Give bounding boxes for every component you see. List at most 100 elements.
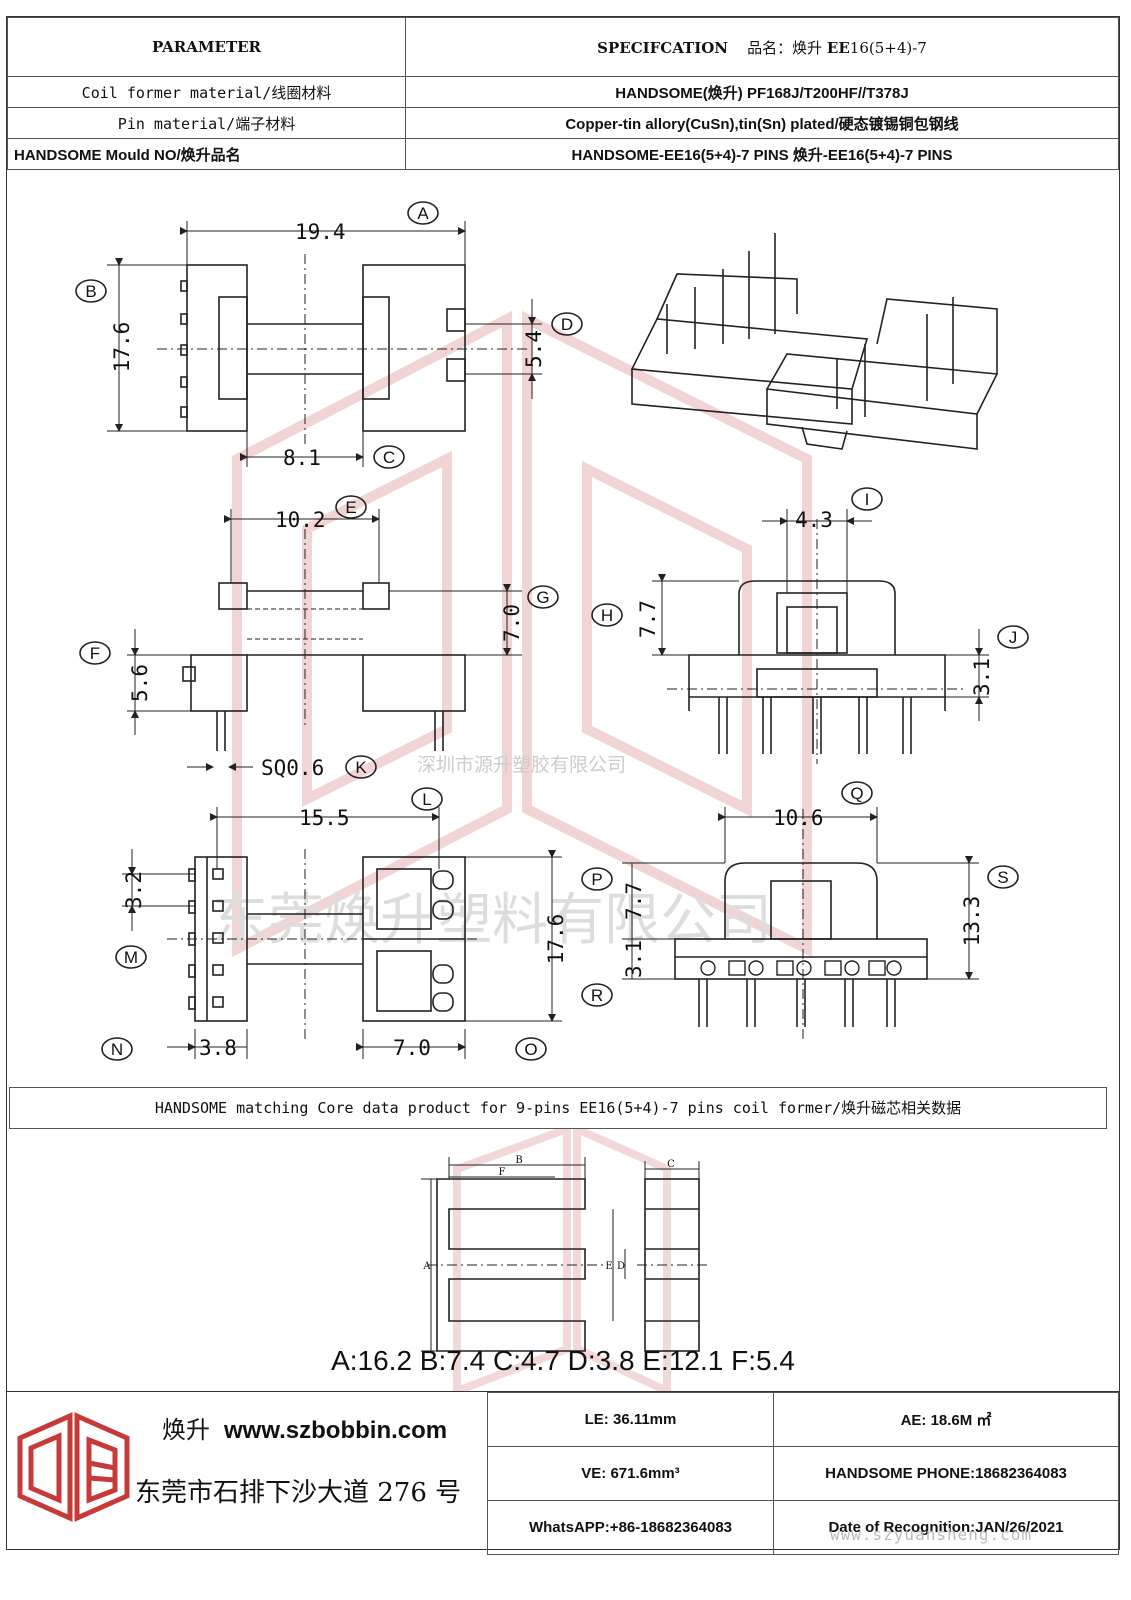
row-mould-label: HANDSOME Mould NO/焕升品名 xyxy=(7,138,406,170)
brand-url[interactable]: www.szbobbin.com xyxy=(224,1417,448,1444)
dim-l-text: 15.5 xyxy=(299,806,350,830)
phone-value: HANDSOME PHONE:18682364083 xyxy=(773,1446,1119,1501)
recognition-date: Date of Recognition:JAN/26/2021 xyxy=(773,1500,1119,1555)
dim-l-height-text: 17.6 xyxy=(544,914,568,965)
svg-text:B: B xyxy=(85,282,96,301)
svg-text:P: P xyxy=(591,870,602,889)
svg-text:J: J xyxy=(1009,628,1018,647)
watermark-logo xyxy=(232,310,812,958)
svg-text:A: A xyxy=(417,204,429,223)
company-logo-icon xyxy=(17,1412,130,1522)
core-data-title: HANDSOME matching Core data product for … xyxy=(9,1087,1107,1129)
ve-value: VE: 671.6mm³ xyxy=(487,1446,774,1501)
dim-m-text: 3.2 xyxy=(122,871,146,909)
bottom-view xyxy=(122,807,562,1059)
core-watermark xyxy=(453,1129,671,1391)
top-view xyxy=(107,221,542,467)
dim-q-text: 10.6 xyxy=(773,806,824,830)
watermark-dongguan: 东莞焕升塑料有限公司 xyxy=(212,888,772,953)
front-view xyxy=(652,509,989,764)
header-table: PARAMETER SPECIFCATION 品名：焕升 EE16(5+4)-7… xyxy=(7,17,1119,170)
marker-k: K xyxy=(345,755,377,779)
svg-text:I: I xyxy=(865,490,870,509)
dim-d-text: 5.4 xyxy=(522,330,546,368)
product-code-bold: EE xyxy=(826,38,850,57)
dim-p-text: 7.7 xyxy=(622,882,646,920)
svg-text:H: H xyxy=(601,606,613,625)
dim-i-text: 4.3 xyxy=(795,508,833,532)
marker-l: L xyxy=(411,787,443,811)
watermark-url: www.szyuansheng.com xyxy=(830,1525,1033,1544)
technical-drawing: 深圳市源升塑胶有限公司 东莞焕升塑料有限公司 xyxy=(75,201,1029,1061)
core-letter-c: C xyxy=(667,1159,675,1170)
core-letter-f: F xyxy=(499,1167,506,1178)
side-view xyxy=(127,509,522,771)
row-pin-value: Copper-tin allory(CuSn),tin(Sn) plated/硬… xyxy=(405,107,1119,139)
dim-g-text: 7.0 xyxy=(500,604,524,642)
dim-c-text: 8.1 xyxy=(283,446,321,470)
dim-f-text: 5.6 xyxy=(128,664,152,702)
marker-g: G xyxy=(527,585,559,609)
row-pin-label: Pin material/端子材料 xyxy=(7,107,406,139)
company-address: 东莞市石排下沙大道 276 号 xyxy=(135,1478,462,1508)
dim-n-text: 3.8 xyxy=(199,1036,237,1060)
svg-text:S: S xyxy=(997,868,1008,887)
spec-word: SPECIFCATION xyxy=(597,38,729,57)
marker-a: A xyxy=(407,201,439,225)
dim-o-text: 7.0 xyxy=(393,1036,431,1060)
svg-text:M: M xyxy=(124,948,138,967)
parameter-heading: PARAMETER xyxy=(7,17,406,77)
brand-line: 焕升 www.szbobbin.com xyxy=(162,1410,447,1445)
core-letter-d: D xyxy=(617,1261,625,1272)
marker-i: I xyxy=(851,487,883,511)
svg-text:R: R xyxy=(591,986,603,1005)
dim-r-text: 3.1 xyxy=(622,940,646,978)
marker-d: D xyxy=(551,312,583,336)
marker-p: P xyxy=(581,867,613,891)
footer: 焕升 www.szbobbin.com 东莞市石排下沙大道 276 号 LE: 3… xyxy=(7,1391,1119,1555)
marker-r: R xyxy=(581,983,613,1007)
isometric-view xyxy=(630,233,999,450)
row-mould-value: HANDSOME-EE16(5+4)-7 PINS 焕升-EE16(5+4)-7… xyxy=(405,138,1119,170)
dim-s-text: 13.3 xyxy=(960,896,984,947)
marker-c: C xyxy=(373,445,405,469)
marker-e: E xyxy=(335,495,367,519)
end-view xyxy=(622,807,979,1039)
end-view-pin-slots xyxy=(700,960,902,976)
svg-text:Q: Q xyxy=(850,784,863,803)
brand-name: 焕升 xyxy=(162,1416,210,1444)
marker-f: F xyxy=(79,641,111,665)
svg-text:K: K xyxy=(355,758,367,777)
svg-text:D: D xyxy=(561,315,573,334)
dim-e-text: 10.2 xyxy=(275,508,326,532)
marker-s: S xyxy=(987,865,1019,889)
svg-text:G: G xyxy=(536,588,549,607)
row-material-value: HANDSOME(焕升) PF168J/T200HF//T378J xyxy=(405,76,1119,108)
product-label: 品名：焕升 xyxy=(747,38,823,57)
core-letter-e: E xyxy=(605,1261,612,1272)
spec-sheet: PARAMETER SPECIFCATION 品名：焕升 EE16(5+4)-7… xyxy=(6,16,1120,1555)
marker-m: M xyxy=(115,945,147,969)
core-letter-a: A xyxy=(422,1261,431,1272)
marker-j: J xyxy=(997,625,1029,649)
dim-b-text: 17.6 xyxy=(110,322,134,373)
marker-q: Q xyxy=(841,781,873,805)
svg-text:F: F xyxy=(90,644,100,663)
dim-a-text: 19.4 xyxy=(295,220,346,244)
marker-b: B xyxy=(75,279,107,303)
specification-heading: SPECIFCATION 品名：焕升 EE16(5+4)-7 xyxy=(405,17,1119,77)
le-value: LE: 36.11mm xyxy=(487,1392,774,1447)
marker-n: N xyxy=(101,1037,133,1061)
core-values: A:16.2 B:7.4 C:4.7 D:3.8 E:12.1 F:5.4 xyxy=(331,1345,795,1376)
ae-value: AE: 18.6M ㎡ xyxy=(773,1392,1119,1447)
logo-box: 焕升 www.szbobbin.com 东莞市石排下沙大道 276 号 xyxy=(7,1392,488,1550)
watermark-shenzhen: 深圳市源升塑胶有限公司 xyxy=(417,754,626,776)
core-letter-b: B xyxy=(515,1155,522,1166)
marker-o: O xyxy=(515,1037,547,1061)
marker-group: A B C D E F G H I J K L M N O P Q R S xyxy=(75,201,1029,1061)
dim-k-text: SQ0.6 xyxy=(261,756,324,780)
row-material-label: Coil former material/线圈材料 xyxy=(7,76,406,108)
product-code: 16(5+4)-7 xyxy=(849,38,927,57)
svg-text:N: N xyxy=(111,1040,123,1059)
marker-h: H xyxy=(591,603,623,627)
